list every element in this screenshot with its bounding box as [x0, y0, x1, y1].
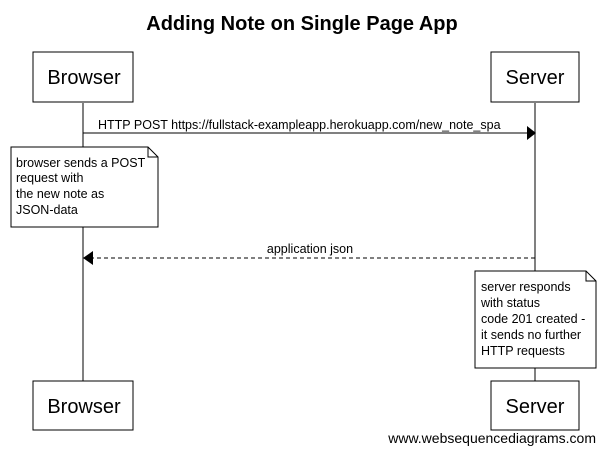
server-note-line: it sends no further	[481, 328, 581, 342]
note-fold-icon	[147, 147, 158, 158]
server-actor-top-label: Server	[506, 67, 565, 89]
footer-watermark: www.websequencediagrams.com	[387, 430, 596, 446]
server-actor-bottom-label: Server	[506, 396, 565, 418]
browser-note-line: the new note as	[16, 187, 104, 201]
browser-note: browser sends a POST request with the ne…	[10, 146, 159, 228]
message-http-post: HTTP POST https://fullstack-exampleapp.h…	[83, 118, 536, 140]
server-note-line: code 201 created -	[481, 312, 585, 326]
server-note-line: HTTP requests	[481, 344, 565, 358]
browser-note-line: JSON-data	[16, 203, 78, 217]
server-actor-bottom: Server	[490, 380, 580, 431]
browser-actor-bottom-label: Browser	[47, 396, 121, 418]
arrow-left-icon	[83, 251, 93, 265]
browser-note-line: request with	[16, 171, 83, 185]
server-note-line: with status	[480, 296, 540, 310]
message-application-json-label: application json	[267, 242, 353, 256]
arrow-right-icon	[527, 126, 536, 140]
note-fold-icon	[585, 271, 596, 282]
server-actor-top: Server	[490, 51, 580, 103]
message-application-json: application json	[83, 242, 535, 265]
message-http-post-label: HTTP POST https://fullstack-exampleapp.h…	[98, 118, 501, 132]
server-note-line: server responds	[481, 280, 571, 294]
browser-actor-bottom: Browser	[32, 380, 134, 431]
browser-actor-top: Browser	[32, 51, 134, 103]
browser-actor-top-label: Browser	[47, 67, 121, 89]
diagram-title: Adding Note on Single Page App	[146, 13, 457, 35]
server-note: server responds with status code 201 cre…	[474, 270, 597, 369]
browser-note-line: browser sends a POST	[16, 156, 146, 170]
